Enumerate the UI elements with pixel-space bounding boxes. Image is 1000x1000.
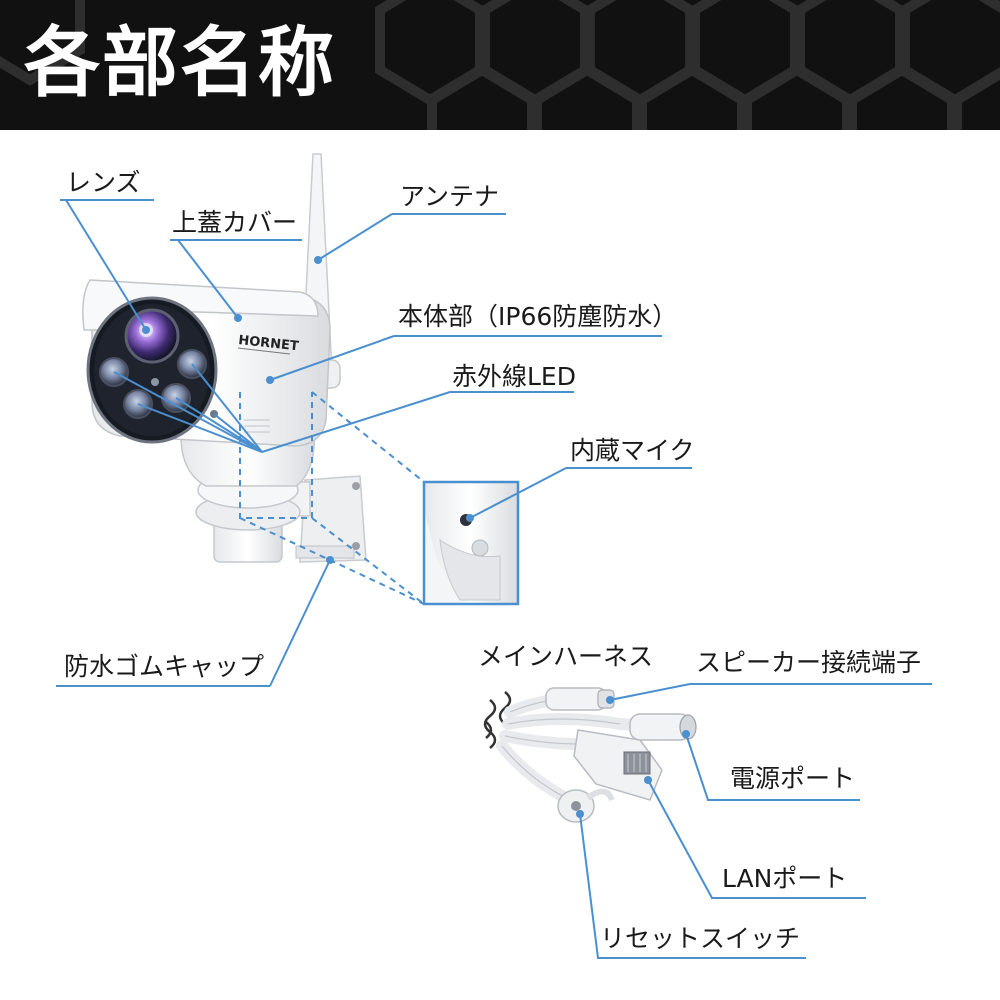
label-lens: レンズ xyxy=(66,168,141,197)
label-lan-port: LANポート xyxy=(722,864,848,893)
header-banner: 各部名称 xyxy=(0,0,1000,130)
leader-dots xyxy=(142,256,690,818)
mic-inset xyxy=(422,480,520,606)
label-main-harness: メインハーネス xyxy=(478,642,654,671)
label-top-cover: 上蓋カバー xyxy=(172,208,298,237)
page-title: 各部名称 xyxy=(24,18,336,107)
label-speaker-terminal: スピーカー接続端子 xyxy=(696,648,922,677)
hexagon-pattern xyxy=(0,0,1000,130)
label-waterproof-cap: 防水ゴムキャップ xyxy=(64,652,265,681)
label-mic: 内蔵マイク xyxy=(570,436,695,465)
label-antenna: アンテナ xyxy=(400,182,500,211)
brand-logo: HORNET xyxy=(238,333,300,354)
label-ir-led: 赤外線LED xyxy=(452,362,576,391)
leader-lines xyxy=(56,199,932,959)
label-power-port: 電源ポート xyxy=(730,764,856,793)
label-body: 本体部（IP66防塵防水） xyxy=(398,302,678,331)
harness-illustration xyxy=(483,687,697,823)
label-reset-switch: リセットスイッチ xyxy=(600,924,801,953)
